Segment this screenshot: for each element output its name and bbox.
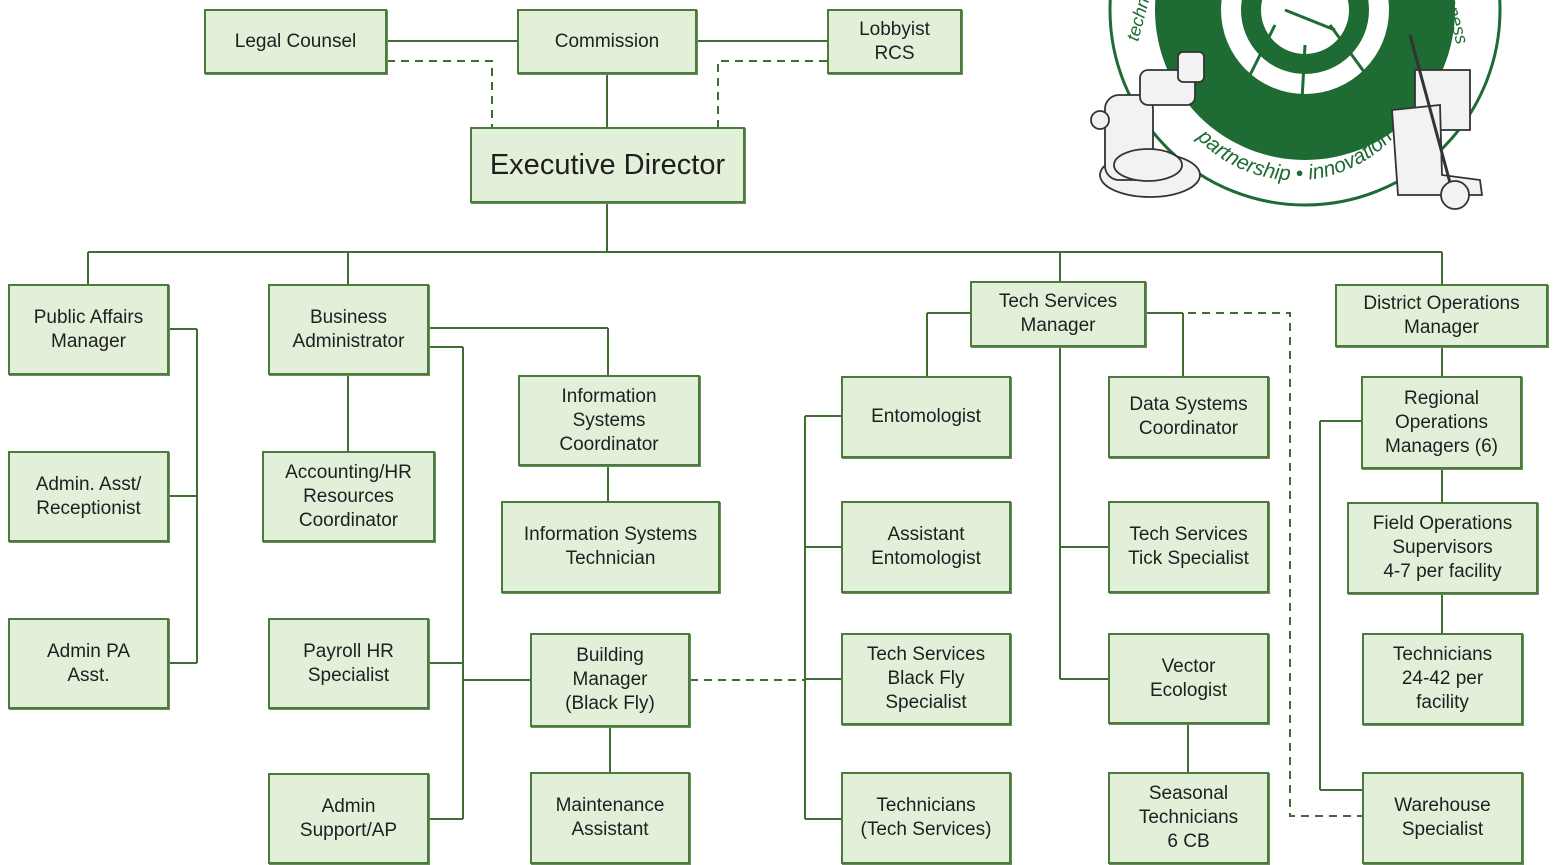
lobbyist-box: Lobbyist RCS	[827, 9, 962, 74]
field-operations-supervisors-box: Field Operations Supervisors 4-7 per fac…	[1347, 502, 1538, 594]
legal-counsel-box: Legal Counsel	[204, 9, 387, 74]
data-systems-coordinator-box: Data Systems Coordinator	[1108, 376, 1269, 458]
is-technician-box: Information Systems Technician	[501, 501, 720, 593]
is-coordinator-box: Information Systems Coordinator	[518, 375, 700, 466]
tech-services-manager-box: Tech Services Manager	[970, 281, 1146, 347]
commission-box: Commission	[517, 9, 697, 74]
payroll-hr-box: Payroll HR Specialist	[268, 618, 429, 709]
business-administrator-box: Business Administrator	[268, 284, 429, 375]
executive-director-box: Executive Director	[470, 127, 745, 203]
district-operations-manager-box: District Operations Manager	[1335, 284, 1548, 347]
district-logo: techn veness partnership • innovation	[1090, 0, 1502, 210]
warehouse-specialist-box: Warehouse Specialist	[1362, 772, 1523, 864]
district-technicians-box: Technicians 24-42 per facility	[1362, 633, 1523, 725]
public-affairs-manager-box: Public Affairs Manager	[8, 284, 169, 375]
entomologist-box: Entomologist	[841, 376, 1011, 458]
mosquito-icon	[1243, 8, 1372, 101]
tick-specialist-box: Tech Services Tick Specialist	[1108, 501, 1269, 593]
maintenance-assistant-box: Maintenance Assistant	[530, 772, 690, 864]
accounting-hr-box: Accounting/HR Resources Coordinator	[262, 451, 435, 542]
microscope-icon	[1090, 51, 1205, 198]
building-manager-box: Building Manager (Black Fly)	[530, 633, 690, 727]
boot-icon	[1391, 34, 1484, 210]
tech-services-technicians-box: Technicians (Tech Services)	[841, 772, 1011, 864]
vector-ecologist-box: Vector Ecologist	[1108, 633, 1269, 724]
admin-pa-box: Admin PA Asst.	[8, 618, 169, 709]
receptionist-box: Admin. Asst/ Receptionist	[8, 451, 169, 542]
admin-support-box: Admin Support/AP	[268, 773, 429, 864]
regional-operations-managers-box: Regional Operations Managers (6)	[1361, 376, 1522, 469]
black-fly-specialist-box: Tech Services Black Fly Specialist	[841, 633, 1011, 725]
assistant-entomologist-box: Assistant Entomologist	[841, 501, 1011, 593]
seasonal-technicians-box: Seasonal Technicians 6 CB	[1108, 772, 1269, 864]
